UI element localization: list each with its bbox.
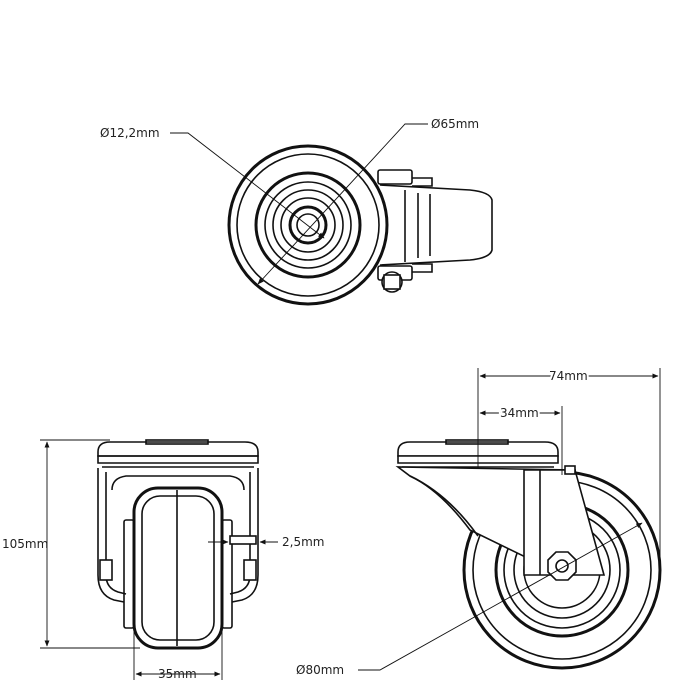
front-view-top-plate (97, 439, 259, 468)
dim-bolt-hole: Ø12,2mm (100, 126, 325, 239)
dim-gap: 2,5mm (208, 535, 324, 549)
side-view-fork (395, 465, 606, 581)
dim-height: 105mm (2, 439, 140, 649)
top-view-wheel (227, 144, 389, 306)
dim-top-wheel: Ø65mm (257, 117, 479, 285)
front-view-wheel (99, 486, 257, 650)
top-view-housing (377, 169, 493, 293)
dim-tread-width-label: 35mm (158, 667, 197, 681)
dim-top-wheel-label: Ø65mm (431, 117, 479, 131)
dim-wheel-diameter: Ø80mm (296, 522, 643, 677)
top-view: Ø12,2mm Ø65mm (100, 117, 493, 306)
dim-wheel-diameter-label: Ø80mm (296, 663, 344, 677)
dim-bolt-hole-label: Ø12,2mm (100, 126, 160, 140)
front-view: 105mm 2,5mm 35mm (2, 439, 324, 681)
dim-height-label: 105mm (2, 537, 48, 551)
dim-tread-width: 35mm (133, 630, 223, 681)
dim-offset: 34mm (479, 404, 563, 475)
dim-total-width-label: 74mm (549, 369, 588, 383)
dim-gap-label: 2,5mm (282, 535, 324, 549)
dim-offset-label: 34mm (500, 406, 539, 420)
dim-total-width: 74mm (477, 367, 661, 560)
side-view: 74mm 34mm Ø80mm (296, 367, 662, 677)
